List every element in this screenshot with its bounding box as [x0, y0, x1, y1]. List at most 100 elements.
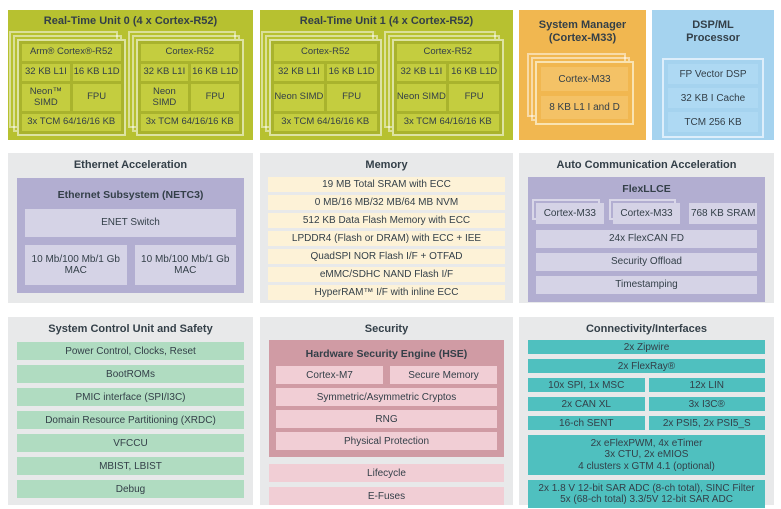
hse-core: Cortex-M7 — [276, 366, 383, 385]
scu-row: VFCCU — [17, 434, 244, 453]
scu-title: System Control Unit and Safety — [48, 323, 213, 335]
core-simd: Neon SIMD — [396, 84, 447, 112]
sm-core: Cortex-M33 — [541, 67, 628, 91]
core-name: Cortex-R52 — [140, 44, 239, 62]
scu-row: BootROMs — [17, 365, 244, 384]
core-name: Cortex-R52 — [396, 44, 499, 62]
scu-row: MBIST, LBIST — [17, 457, 244, 476]
eth-mac-0: 10 Mb/100 Mb/1 Gb MAC — [25, 245, 127, 286]
rtu0-core-0: Arm® Cortex®-R52 32 KB L1I 16 KB L1D Neo… — [9, 31, 126, 137]
block-security: Security Hardware Security Engine (HSE) … — [260, 317, 513, 506]
conn-adc-row: 2x 1.8 V 12-bit SAR ADC (8-ch total), SI… — [528, 479, 765, 509]
scu-row: Power Control, Clocks, Reset — [17, 342, 244, 361]
core-fpu: FPU — [72, 84, 121, 112]
memory-title: Memory — [365, 159, 408, 171]
core-tcm: 3x TCM 64/16/16 KB — [22, 114, 121, 132]
memory-row: 512 KB Data Flash Memory with ECC — [268, 213, 505, 229]
rtu0-core-1: Cortex-R52 32 KB L1I 16 KB L1D Neon SIMD… — [127, 31, 244, 137]
block-dsp-ml: DSP/ML Processor FP Vector DSP 32 KB I C… — [652, 10, 774, 140]
hse-title: Hardware Security Engine (HSE) — [305, 348, 468, 361]
dsp-row: 32 KB I Cache — [668, 88, 758, 109]
conn-row: 2x Zipwire — [528, 340, 765, 355]
block-memory: Memory 19 MB Total SRAM with ECC 0 MB/16… — [260, 153, 513, 303]
core-simd: Neon SIMD — [274, 84, 324, 112]
conn-cell: 10x SPI, 1x MSC — [528, 378, 645, 393]
block-ethernet-acceleration: Ethernet Acceleration Ethernet Subsystem… — [8, 153, 253, 303]
conn-cell: 12x LIN — [648, 378, 765, 393]
hse-secure-memory: Secure Memory — [390, 366, 497, 385]
core-l1i: 32 KB L1I — [274, 64, 324, 82]
conn-cell: 2x CAN XL — [528, 397, 645, 412]
dsp-row: TCM 256 KB — [668, 112, 758, 133]
core-simd: Neon SIMD — [140, 84, 189, 112]
flexllce-core-0: Cortex-M33 — [532, 199, 604, 225]
auto-comm-row: Timestamping — [536, 276, 757, 295]
ethernet-subsystem: Ethernet Subsystem (NETC3) ENET Switch 1… — [17, 178, 244, 294]
memory-row: LPDDR4 (Flash or DRAM) with ECC + IEE — [268, 231, 505, 247]
ethernet-title: Ethernet Acceleration — [73, 159, 188, 171]
dsp-row: FP Vector DSP — [668, 64, 758, 85]
block-rtu1: Real-Time Unit 1 (4 x Cortex-R52) Cortex… — [260, 10, 513, 140]
dsp-box: FP Vector DSP 32 KB I Cache TCM 256 KB — [662, 58, 764, 139]
security-row: E-Fuses — [269, 487, 504, 506]
hse-row: Physical Protection — [276, 432, 497, 451]
rtu1-title: Real-Time Unit 1 (4 x Cortex-R52) — [299, 15, 474, 27]
conn-cell: 2x PSI5, 2x PSI5_S — [648, 416, 765, 431]
block-rtu0: Real-Time Unit 0 (4 x Cortex-R52) Arm® C… — [8, 10, 253, 140]
core-fpu: FPU — [326, 84, 377, 112]
ethernet-subsystem-title: Ethernet Subsystem (NETC3) — [57, 189, 204, 202]
conn-row: 2x FlexRay® — [528, 359, 765, 374]
core-tcm: 3x TCM 64/16/16 KB — [274, 114, 377, 132]
flexllce-title: FlexLLCE — [622, 183, 671, 196]
flexllce-box: FlexLLCE Cortex-M33 Cortex-M33 768 KB SR… — [528, 177, 765, 303]
conn-cell: 3x I3C® — [648, 397, 765, 412]
rtu1-core-0: Cortex-R52 32 KB L1I 16 KB L1D Neon SIMD… — [261, 31, 382, 137]
core-l1d: 16 KB L1D — [72, 64, 121, 82]
sm-cache: 8 KB L1 I and D — [541, 95, 628, 120]
flexllce-sram: 768 KB SRAM — [689, 203, 758, 225]
core-l1d: 16 KB L1D — [449, 64, 499, 82]
block-system-manager: System Manager (Cortex-M33) Cortex-M33 8… — [519, 10, 646, 140]
conn-cell: 16-ch SENT — [528, 416, 645, 431]
core-tcm: 3x TCM 64/16/16 KB — [140, 114, 239, 132]
core-l1i: 32 KB L1I — [140, 64, 189, 82]
core-simd: Neon™ SIMD — [22, 84, 70, 112]
memory-row: 0 MB/16 MB/32 MB/64 MB NVM — [268, 195, 505, 211]
core-l1i: 32 KB L1I — [22, 64, 70, 82]
memory-row: QuadSPI NOR Flash I/F + OTFAD — [268, 249, 505, 265]
eth-mac-1: 10 Mb/100 Mb/1 Gb MAC — [134, 245, 236, 286]
system-manager-card: Cortex-M33 8 KB L1 I and D — [527, 53, 634, 126]
core-tcm: 3x TCM 64/16/16 KB — [396, 114, 499, 132]
hse-box: Hardware Security Engine (HSE) Cortex-M7… — [269, 340, 504, 458]
flexllce-core-1: Cortex-M33 — [608, 199, 681, 225]
core-l1d: 16 KB L1D — [191, 64, 239, 82]
memory-row: eMMC/SDHC NAND Flash I/F — [268, 267, 505, 283]
core-name: Arm® Cortex®-R52 — [22, 44, 121, 62]
rtu0-cores: Arm® Cortex®-R52 32 KB L1I 16 KB L1D Neo… — [8, 28, 253, 137]
scu-row: Debug — [17, 480, 244, 499]
system-manager-title: System Manager (Cortex-M33) — [538, 19, 627, 45]
block-auto-comm: Auto Communication Acceleration FlexLLCE… — [519, 153, 774, 303]
enet-switch: ENET Switch — [25, 209, 236, 238]
core-fpu: FPU — [449, 84, 499, 112]
auto-comm-title: Auto Communication Acceleration — [556, 159, 737, 171]
auto-comm-row: 24x FlexCAN FD — [536, 230, 757, 249]
core-fpu: FPU — [191, 84, 239, 112]
auto-comm-row: Security Offload — [536, 253, 757, 272]
rtu0-title: Real-Time Unit 0 (4 x Cortex-R52) — [43, 15, 218, 27]
dsp-title: DSP/ML Processor — [686, 19, 740, 45]
conn-timers-row: 2x eFlexPWM, 4x eTimer 3x CTU, 2x eMIOS … — [528, 435, 765, 475]
scu-row: PMIC interface (SPI/I3C) — [17, 388, 244, 407]
rtu1-core-1: Cortex-R52 32 KB L1I 16 KB L1D Neon SIMD… — [383, 31, 504, 137]
connectivity-title: Connectivity/Interfaces — [585, 323, 708, 335]
core-name: Cortex-R52 — [274, 44, 377, 62]
hse-row: RNG — [276, 410, 497, 429]
hse-row: Symmetric/Asymmetric Cryptos — [276, 388, 497, 407]
security-row: Lifecycle — [269, 464, 504, 483]
memory-row: 19 MB Total SRAM with ECC — [268, 177, 505, 193]
core-l1i: 32 KB L1I — [396, 64, 447, 82]
security-title: Security — [364, 323, 409, 335]
rtu1-cores: Cortex-R52 32 KB L1I 16 KB L1D Neon SIMD… — [260, 28, 513, 137]
scu-row: Domain Resource Partitioning (XRDC) — [17, 411, 244, 430]
